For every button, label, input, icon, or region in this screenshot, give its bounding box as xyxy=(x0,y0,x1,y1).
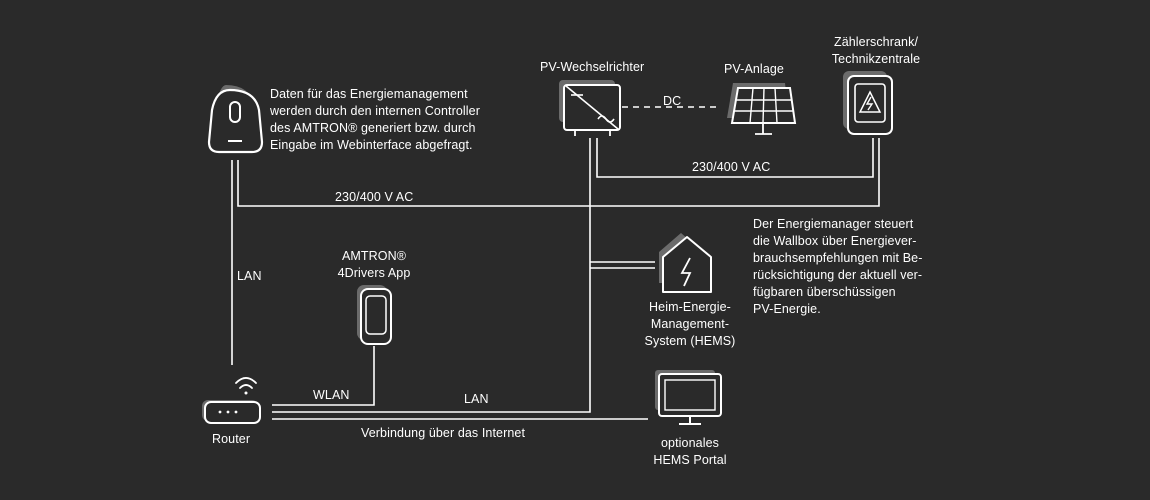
manager-note-line: Der Energiemanager steuert xyxy=(753,217,914,231)
lan-horizontal-label: LAN xyxy=(464,392,489,406)
meter-cabinet-label-line: Technikzentrale xyxy=(831,52,921,66)
portal-label-line: optionales xyxy=(661,436,719,450)
ac-top-label: 230/400 V AC xyxy=(692,160,771,174)
internet-label: Verbindung über das Internet xyxy=(361,426,526,440)
manager-note-line: fügbaren überschüssigen xyxy=(753,285,896,299)
meter-cabinet-label-line: Zählerschrank/ xyxy=(833,35,919,49)
app-label: AMTRON® 4Drivers App xyxy=(320,248,428,282)
portal-label-line: HEMS Portal xyxy=(653,453,727,467)
controller-note-line: werden durch den internen Controller xyxy=(270,104,480,118)
router-label: Router xyxy=(212,432,251,446)
manager-note: Der Energiemanager steuert die Wallbox ü… xyxy=(753,216,922,318)
hems-label-line: System (HEMS) xyxy=(644,334,736,348)
wlan-line xyxy=(272,346,375,406)
lan-line xyxy=(272,138,655,413)
smartphone-icon xyxy=(357,285,392,345)
router-icon xyxy=(202,400,261,424)
meter-cabinet-icon xyxy=(843,71,893,135)
inverter-label: PV-Wechselrichter xyxy=(540,60,645,74)
ac-main-line xyxy=(231,138,880,365)
controller-note-line: Eingabe im Webinterface abgefragt. xyxy=(270,138,473,152)
controller-note-line: Daten für das Energiemanagement xyxy=(270,87,468,101)
meter-cabinet-label: Zählerschrank/ Technikzentrale xyxy=(818,34,934,68)
app-label-line: AMTRON® xyxy=(341,249,407,263)
ac-main-label: 230/400 V AC xyxy=(335,190,414,204)
hems-label-line: Management- xyxy=(650,317,730,331)
controller-note: Daten für das Energiemanagement werden d… xyxy=(270,86,480,154)
ac-top-line xyxy=(596,138,874,178)
wallbox-icon xyxy=(207,85,264,154)
manager-note-line: rücksichtigung der aktuell ver- xyxy=(753,268,923,282)
lan-vertical-label: LAN xyxy=(237,269,262,283)
controller-note-line: des AMTRON® generiert bzw. durch xyxy=(270,121,476,135)
monitor-icon xyxy=(655,370,722,425)
app-label-line: 4Drivers App xyxy=(337,266,411,280)
hems-label-line: Heim-Energie- xyxy=(649,300,731,314)
inverter-icon xyxy=(559,80,621,136)
wlan-label: WLAN xyxy=(313,388,350,402)
manager-note-line: brauchsempfehlungen mit Be- xyxy=(753,251,923,265)
hems-label: Heim-Energie- Management- System (HEMS) xyxy=(630,299,750,350)
pv-system-label: PV-Anlage xyxy=(724,62,784,76)
wifi-icon xyxy=(235,377,257,395)
portal-label: optionales HEMS Portal xyxy=(630,435,750,469)
house-bolt-icon xyxy=(659,233,712,293)
manager-note-line: die Wallbox über Energiever- xyxy=(753,234,917,248)
manager-note-line: PV-Energie. xyxy=(753,302,821,316)
dc-label: DC xyxy=(663,94,682,108)
solar-panel-icon xyxy=(727,83,797,135)
